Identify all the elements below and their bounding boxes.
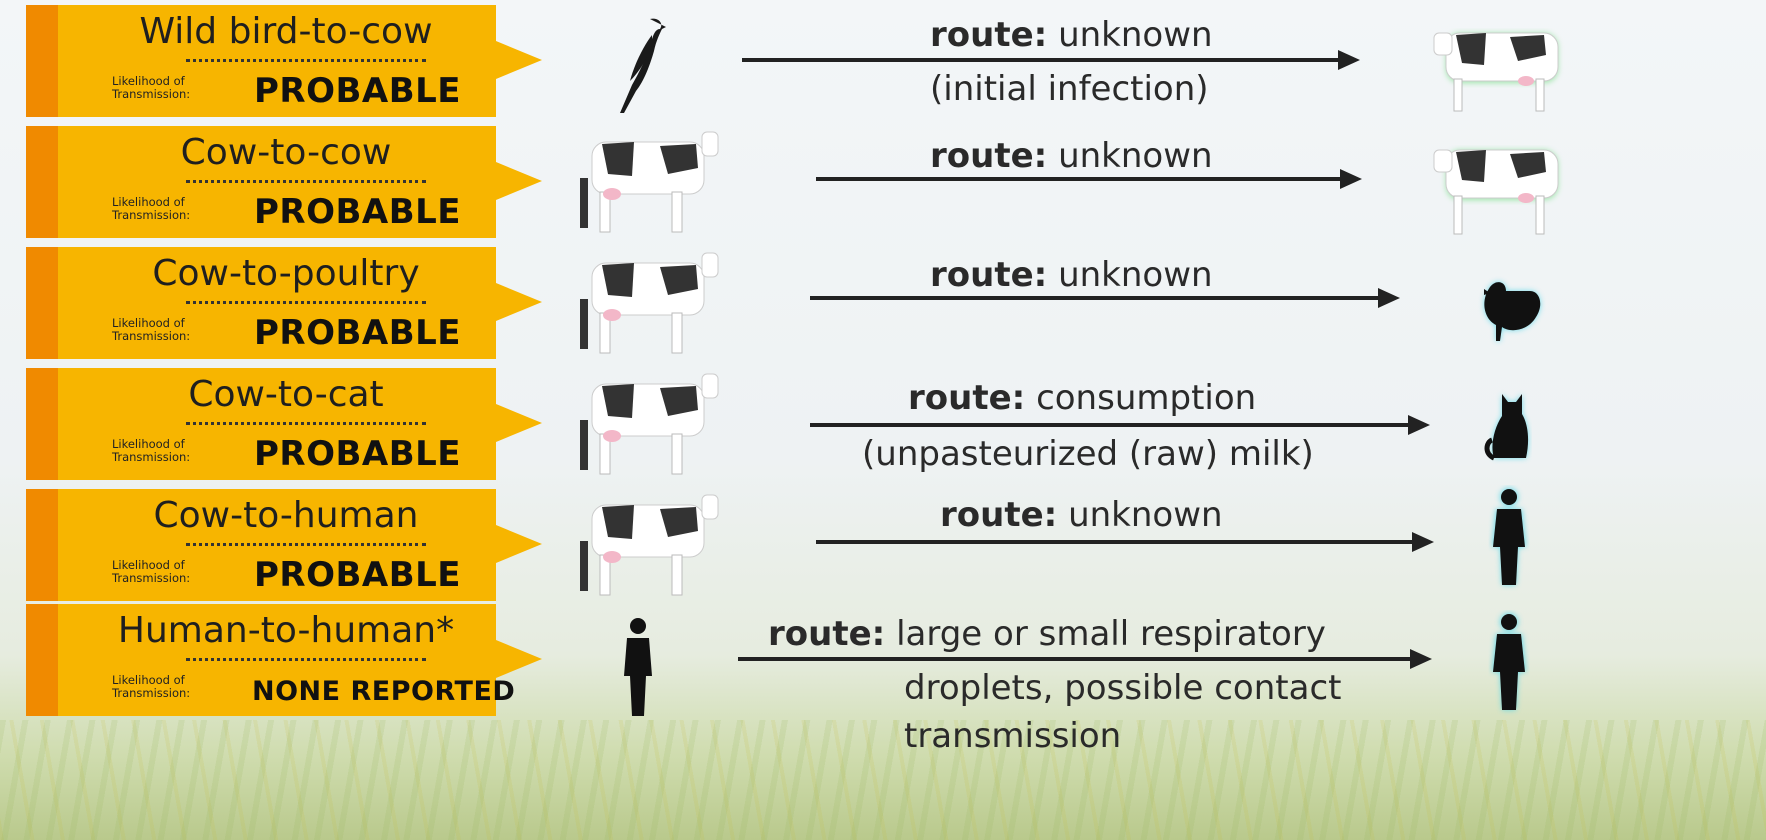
row-cow-to-human: Cow-to-human Likelihood of Transmission:… [0, 488, 1766, 609]
cow-icon [580, 252, 719, 354]
likelihood-value: PROBABLE [254, 192, 462, 232]
route-key: route: [930, 255, 1048, 295]
likelihood-label: Likelihood of Transmission: [112, 437, 191, 464]
route-value: unknown [1068, 495, 1223, 535]
route-key: route: [768, 614, 886, 654]
tag-label: Wild bird-to-cow Likelihood of Transmiss… [26, 5, 546, 117]
likelihood-value: NONE REPORTED [252, 676, 516, 707]
cow-icon [580, 494, 719, 596]
route-arrow [816, 532, 1434, 552]
dotted-divider [186, 180, 426, 183]
tag-title: Cow-to-cow [180, 132, 392, 173]
dotted-divider [186, 301, 426, 304]
row-cow-to-cow: Cow-to-cow Likelihood of Transmission: P… [0, 126, 1766, 246]
dotted-divider [186, 543, 426, 546]
cow-icon [1433, 32, 1559, 112]
route-arrow [810, 288, 1400, 308]
tag-title: Wild bird-to-cow [139, 11, 433, 52]
likelihood-label: Likelihood of Transmission: [112, 195, 191, 222]
route-value: unknown [1058, 255, 1213, 295]
tag-title: Cow-to-cat [188, 374, 384, 415]
route-key: route: [908, 378, 1026, 418]
tag-label: Human-to-human* Likelihood of Transmissi… [26, 604, 546, 716]
route-note: transmission [904, 716, 1122, 756]
row-human-to-human: Human-to-human* Likelihood of Transmissi… [0, 604, 1766, 756]
route-value: consumption [1036, 378, 1257, 418]
row-cow-to-poultry: Cow-to-poultry Likelihood of Transmissio… [0, 247, 1766, 367]
human-icon [624, 618, 652, 716]
route-arrow [742, 50, 1360, 70]
route-arrow [738, 649, 1432, 669]
likelihood-value: PROBABLE [254, 71, 462, 111]
likelihood-label: Likelihood of Transmission: [112, 558, 191, 585]
dotted-divider [186, 422, 426, 425]
row-wild-bird-to-cow: Wild bird-to-cow Likelihood of Transmiss… [0, 5, 1766, 125]
likelihood-label: Likelihood of Transmission: [112, 316, 191, 343]
route-text: route: consumption [908, 378, 1256, 418]
tag-title: Cow-to-human [153, 495, 419, 536]
route-note: (initial infection) [930, 69, 1209, 109]
tag-label: Cow-to-human Likelihood of Transmission:… [26, 489, 546, 601]
grass-background [0, 720, 1766, 840]
route-text: route: large or small respiratory [768, 614, 1326, 654]
route-arrow [816, 169, 1362, 189]
route-key: route: [930, 15, 1048, 55]
route-text: route: unknown [940, 495, 1223, 535]
route-key: route: [930, 136, 1048, 176]
route-text: route: unknown [930, 15, 1213, 55]
chicken-icon [1484, 282, 1541, 341]
cow-icon [580, 131, 719, 233]
tag-label: Cow-to-cat Likelihood of Transmission: P… [26, 368, 546, 480]
cow-icon [1433, 149, 1559, 235]
dotted-divider [186, 59, 426, 62]
tag-label: Cow-to-cow Likelihood of Transmission: P… [26, 126, 546, 238]
route-note: (unpasteurized (raw) milk) [862, 434, 1314, 474]
route-text: route: unknown [930, 255, 1213, 295]
likelihood-label: Likelihood of Transmission: [112, 673, 191, 700]
tag-label: Cow-to-poultry Likelihood of Transmissio… [26, 247, 546, 359]
human-icon [1492, 488, 1526, 585]
likelihood-value: PROBABLE [254, 434, 462, 474]
route-text: route: unknown [930, 136, 1213, 176]
cat-icon [1484, 394, 1529, 461]
bird-icon [620, 18, 666, 113]
route-value: large or small respiratory [896, 614, 1326, 654]
human-icon [1492, 613, 1526, 710]
cow-icon [580, 373, 719, 475]
route-value: unknown [1058, 15, 1213, 55]
dotted-divider [186, 658, 426, 661]
tag-title: Cow-to-poultry [152, 253, 420, 294]
likelihood-value: PROBABLE [254, 555, 462, 595]
tag-title: Human-to-human* [117, 610, 455, 651]
row-cow-to-cat: Cow-to-cat Likelihood of Transmission: P… [0, 368, 1766, 488]
route-arrow [810, 415, 1430, 435]
route-value: unknown [1058, 136, 1213, 176]
route-note: droplets, possible contact [904, 668, 1342, 708]
likelihood-value: PROBABLE [254, 313, 462, 353]
likelihood-label: Likelihood of Transmission: [112, 74, 191, 101]
route-key: route: [940, 495, 1058, 535]
